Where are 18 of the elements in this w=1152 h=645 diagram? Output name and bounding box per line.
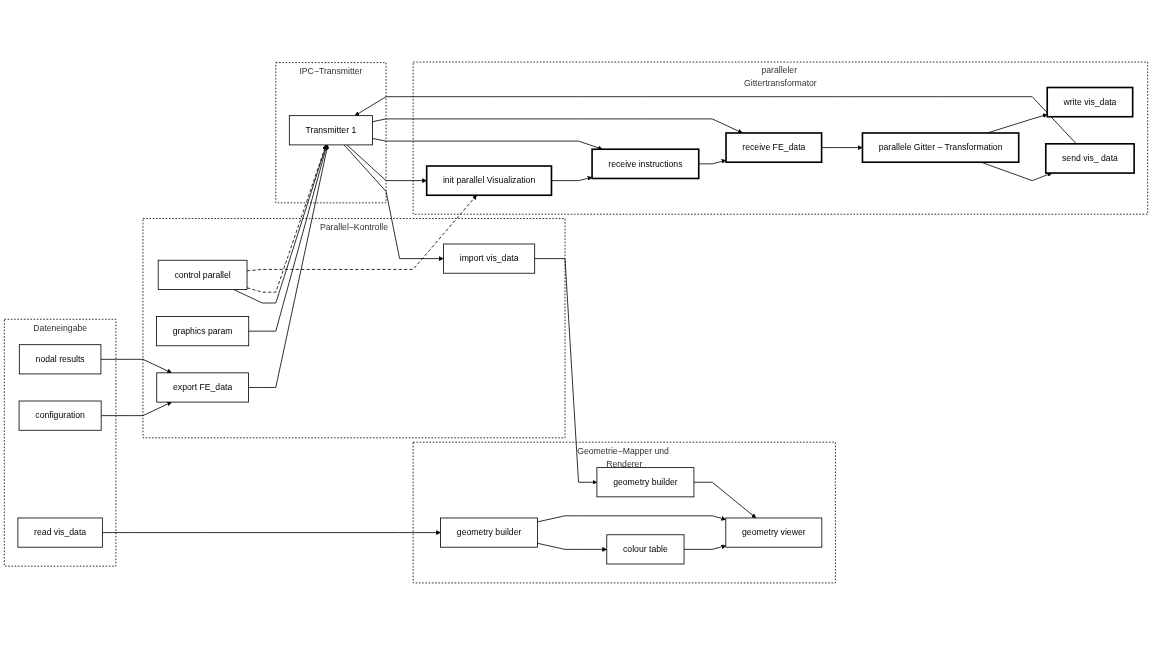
node-box: parallele Gitter – Transformation <box>861 132 1020 164</box>
node-box: export FE_data <box>156 372 249 403</box>
node-box: read vis_data <box>17 517 103 548</box>
node-box: geometry builder <box>596 467 695 498</box>
node-box: init parallel Visualization <box>425 165 553 197</box>
node-box: Transmitter 1 <box>288 115 373 146</box>
node-box: graphics param <box>156 316 250 347</box>
node-box: colour table <box>606 534 685 565</box>
node-box: nodal results <box>18 344 102 375</box>
node-box: write vis_data <box>1046 86 1134 118</box>
node-box: receive FE_data <box>725 132 823 164</box>
node-box: receive instructions <box>591 148 700 180</box>
node-box: control parallel <box>157 259 248 290</box>
node-box: geometry builder <box>440 517 538 548</box>
node-box: configuration <box>18 400 102 431</box>
node-box: import vis_data <box>443 243 536 274</box>
node-box: send vis_ data <box>1044 143 1135 174</box>
node-box: geometry viewer <box>725 517 823 548</box>
